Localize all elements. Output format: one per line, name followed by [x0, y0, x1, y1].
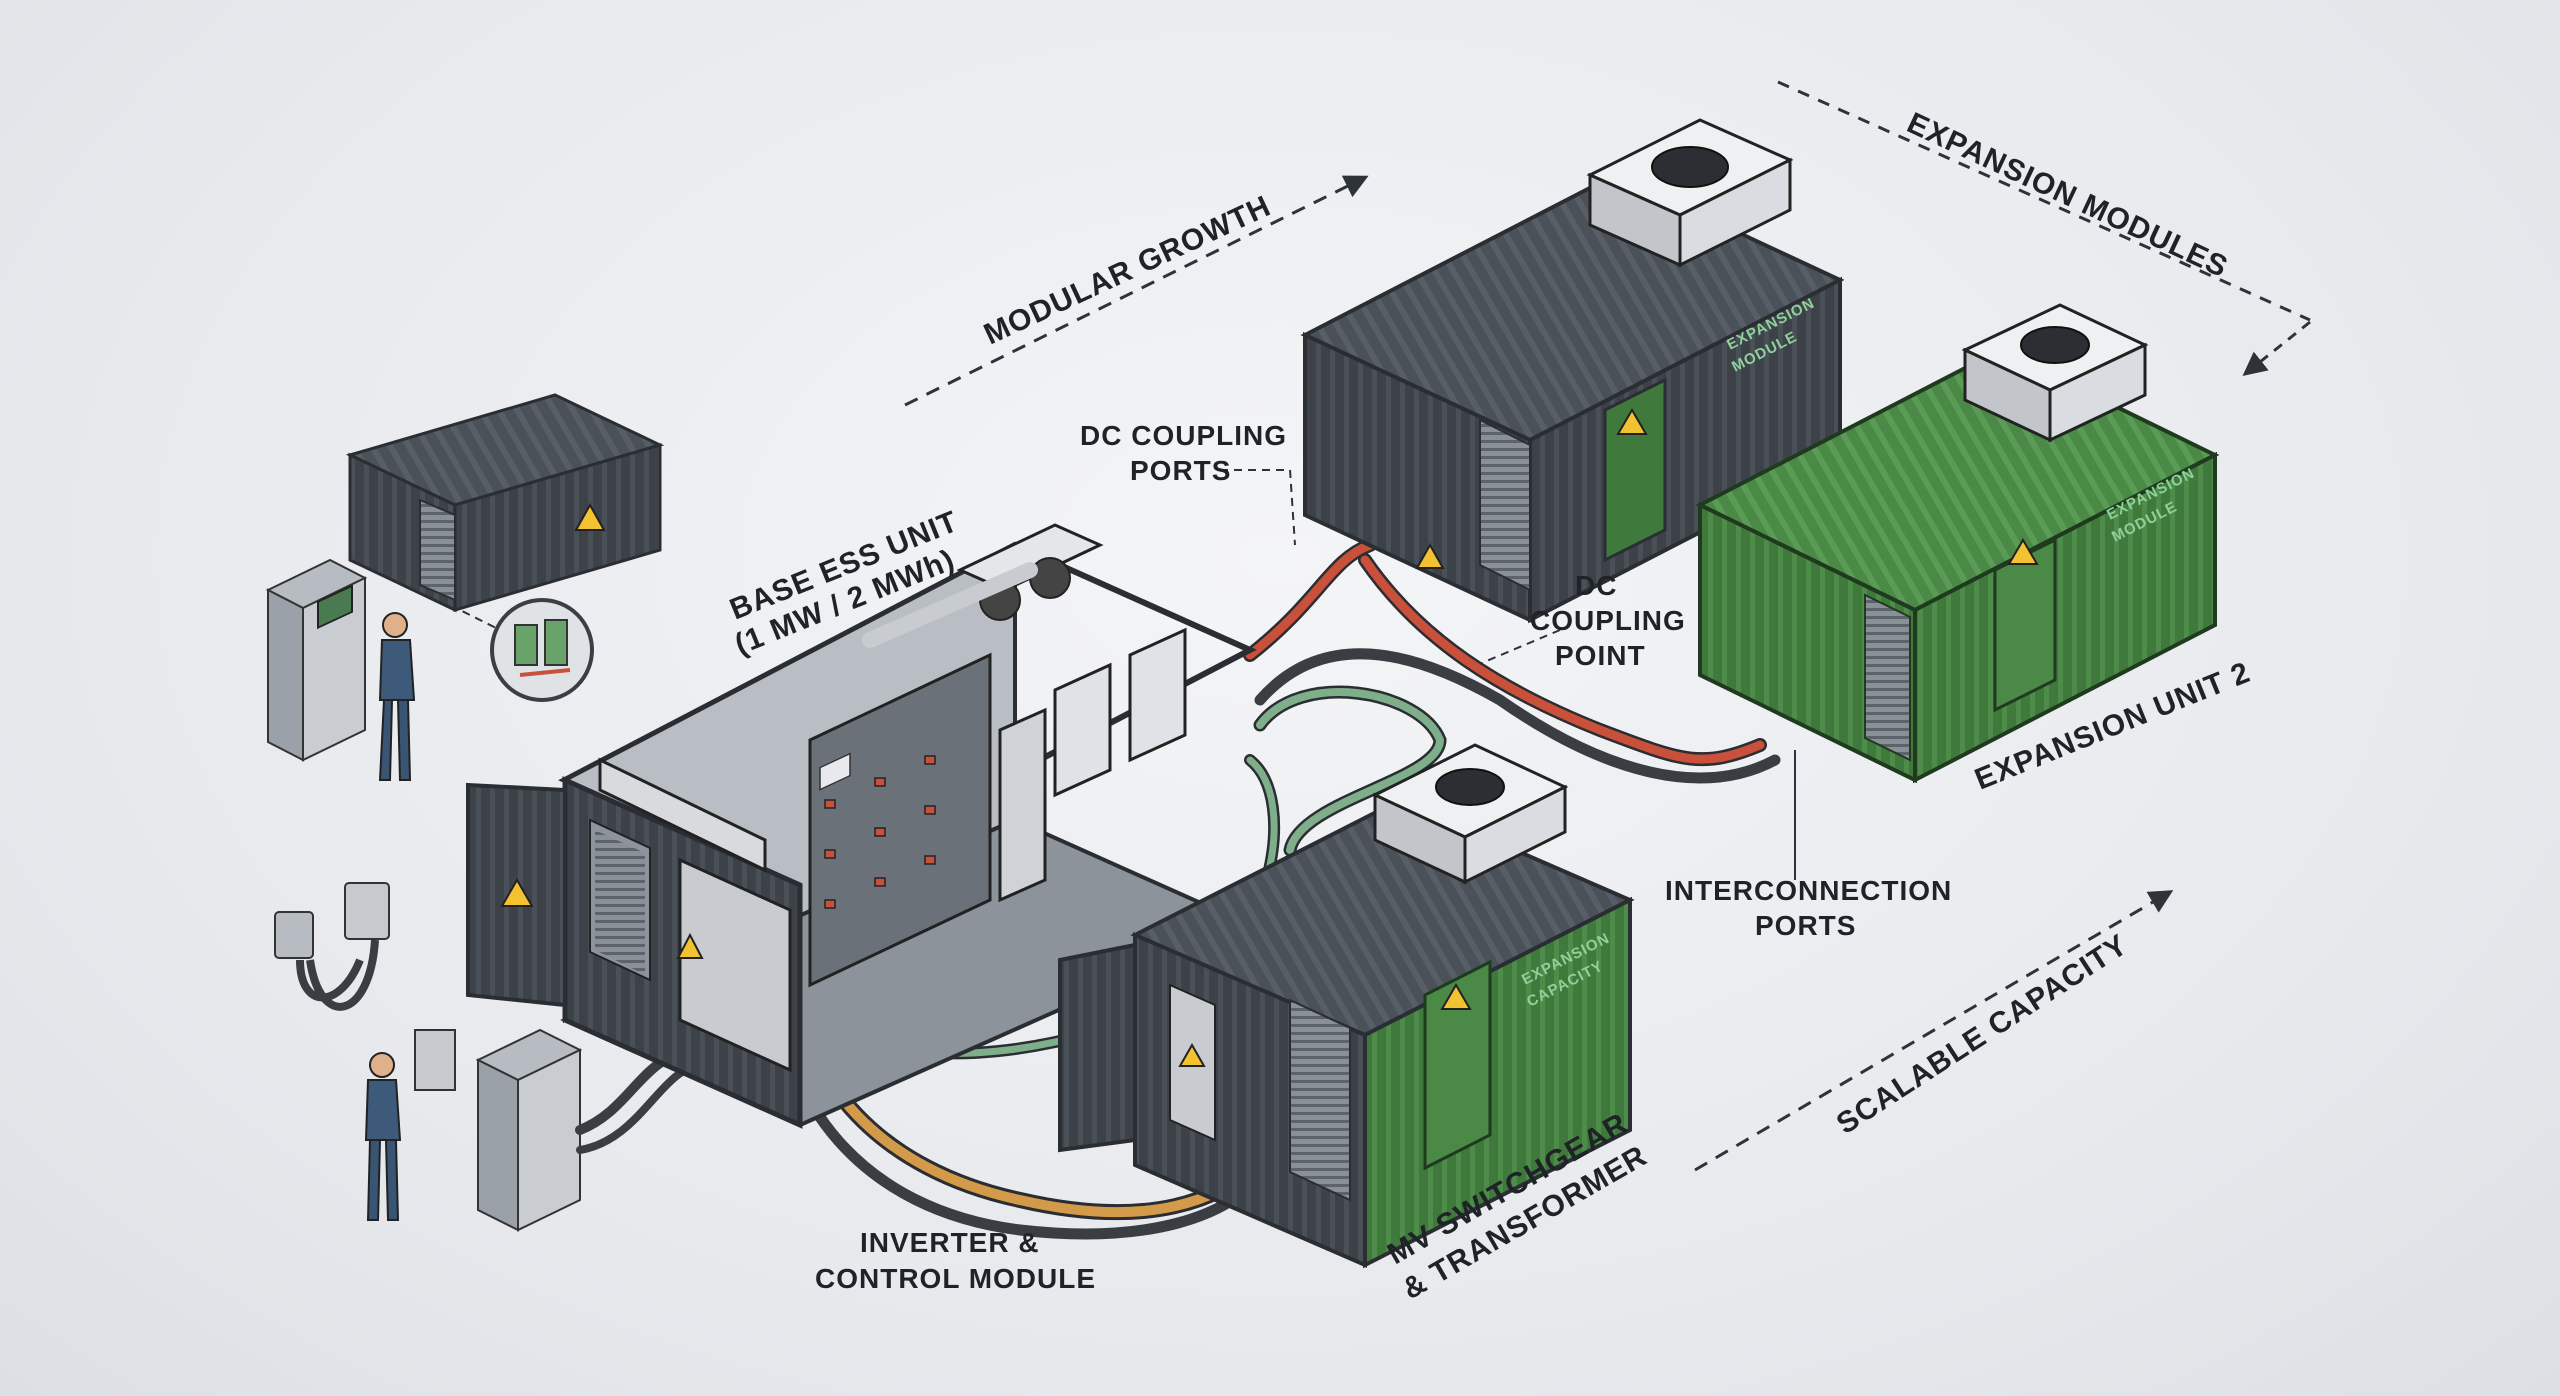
- expansion-container-right: EXPANSION MODULE: [1695, 303, 2220, 784]
- warning-icon: [2007, 538, 2039, 565]
- expansion-container-top: EXPANSION MODULE: [1300, 118, 1845, 624]
- label-expansion-modules: EXPANSION MODULES: [1902, 106, 2233, 284]
- wall-outlet: [274, 882, 390, 1011]
- warning-icon: [676, 932, 704, 959]
- warning-icon: [500, 877, 534, 907]
- inverter-modules: [998, 627, 1187, 903]
- mv-switchgear-container: EXPANSION CAPACITY: [1058, 743, 1635, 1269]
- cable-dark-long: [1254, 648, 1781, 784]
- battery-racks: [808, 652, 992, 988]
- label-scalable-capacity: SCALABLE CAPACITY: [1831, 928, 2134, 1141]
- label-inverter-1: INVERTER &: [860, 1227, 1040, 1258]
- hvac-unit-right: [1961, 303, 2149, 443]
- base-ess-container: [466, 523, 1257, 1129]
- hvac-unit-front: [1371, 743, 1569, 885]
- label-dc-coupling-point-1: DC: [1575, 570, 1617, 601]
- technician-1: [378, 612, 416, 781]
- label-interconnection-2: PORTS: [1755, 910, 1856, 941]
- internal-pipe: [862, 562, 1038, 648]
- expansion-arrow-down: [2242, 320, 2311, 376]
- control-panel-top: [265, 558, 368, 762]
- label-dc-coupling-point-3: POINT: [1555, 640, 1646, 671]
- control-panel-bottom: [414, 1028, 583, 1232]
- hvac-unit-top: [1586, 118, 1794, 268]
- scalable-capacity-arrow: [1694, 890, 2174, 1172]
- label-modular-growth: MODULAR GROWTH: [979, 189, 1276, 351]
- expansion-arrow-top: [1777, 80, 2311, 322]
- label-dc-coupling-ports-2: PORTS: [1130, 455, 1231, 486]
- flow-arrows: [399, 80, 2311, 1172]
- warning-icon: [1415, 542, 1445, 569]
- warning-icon: [1178, 1042, 1206, 1067]
- warning-icon: [1616, 408, 1648, 435]
- technician-2: [364, 1052, 402, 1221]
- warning-icon: [574, 502, 606, 531]
- modular-growth-arrow: [904, 175, 1369, 407]
- warning-icon: [1440, 983, 1472, 1010]
- label-dc-coupling-point-2: COUPLING: [1530, 605, 1686, 636]
- dc-point-leader: [1469, 629, 1561, 669]
- small-storage-container: [345, 393, 665, 613]
- magnified-inset: [490, 598, 594, 702]
- label-interconnection-1: INTERCONNECTION: [1665, 875, 1952, 906]
- label-dc-coupling-ports-1: DC COUPLING: [1080, 420, 1287, 451]
- label-inverter-2: CONTROL MODULE: [815, 1263, 1096, 1294]
- dc-ports-leader: [1220, 469, 1296, 546]
